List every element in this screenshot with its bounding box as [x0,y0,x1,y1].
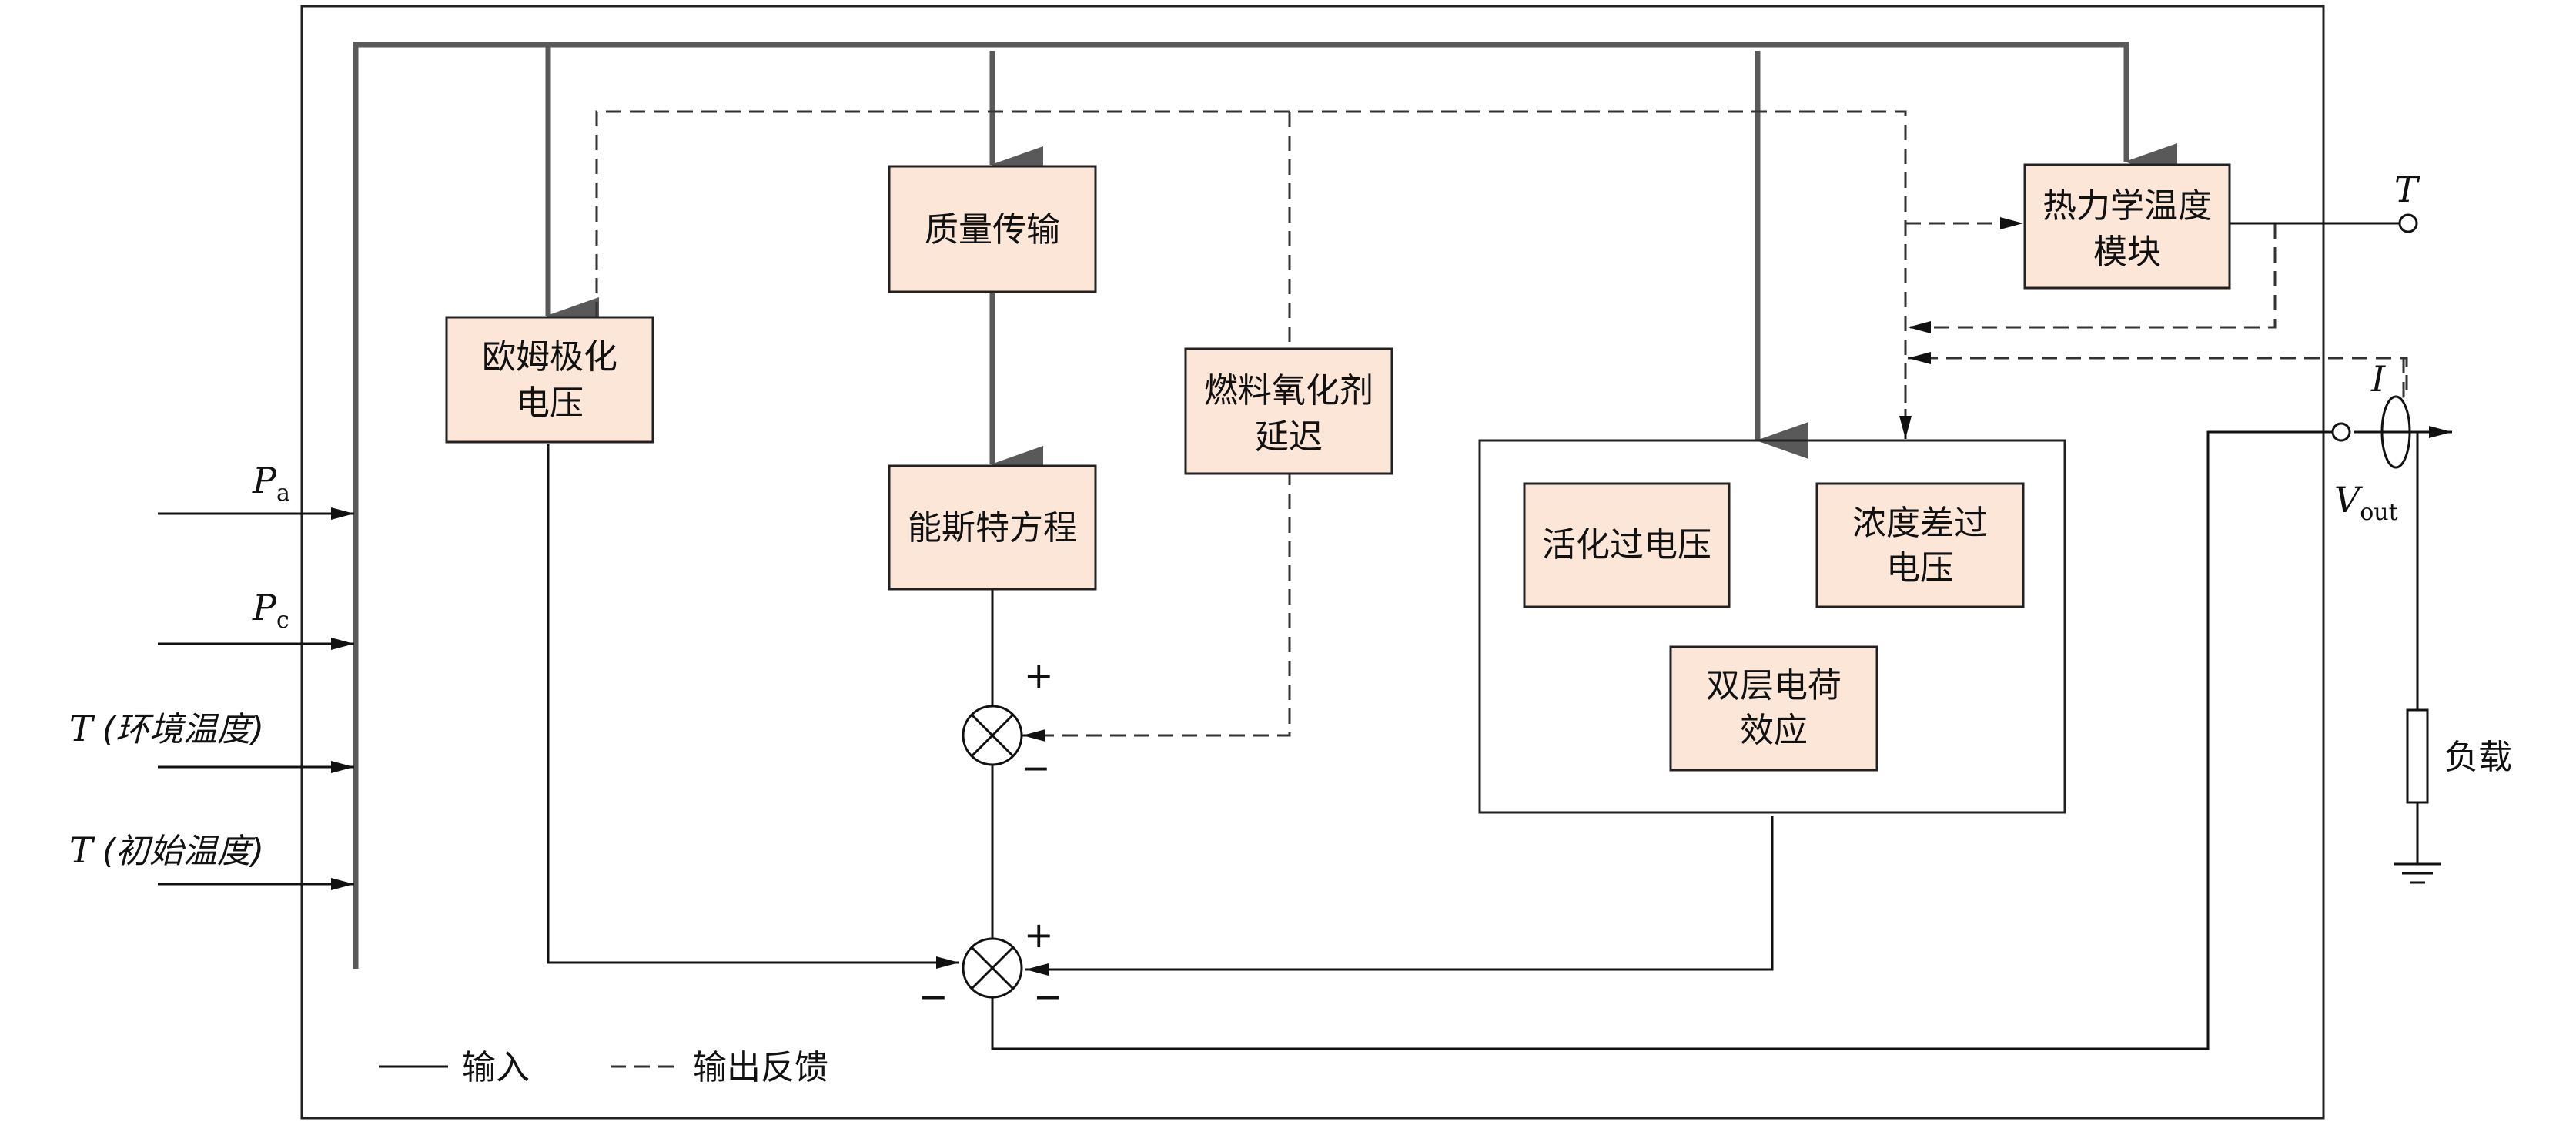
lower-minus-right-sign: − [1033,976,1063,1017]
vout-terminal [2331,422,2351,442]
temperature-output-terminal [2398,213,2418,233]
ohmic-polarization-block: 欧姆极化 电压 [445,316,654,444]
outer-frame [300,5,2325,1120]
svg-text:模块: 模块 [2093,233,2161,272]
nernst-equation-block: 能斯特方程 [888,464,1097,591]
legend-dashed-label: 输出反馈 [693,1048,828,1087]
svg-text:欧姆极化: 欧姆极化 [482,337,617,377]
input-bus [353,42,2177,969]
temperature-output-label: T [2394,169,2420,210]
input-t-init-label: T(初始温度) [69,829,264,871]
lower-minus-left-sign: − [918,976,948,1017]
lower-summing-junction [962,937,1023,999]
input-t-env-label: T(环境温度) [69,708,264,749]
current-sensor [2380,395,2411,469]
electrochemical-container [1478,439,2066,814]
svg-text:活化过电压: 活化过电压 [1542,525,1711,564]
mass-transport-block: 质量传输 [888,165,1097,293]
upper-plus-sign: + [1024,655,1054,696]
ground-icon [2394,862,2441,884]
thermodynamic-temperature-block: 热力学温度 模块 [2023,163,2231,290]
vout-label: Vout [2334,479,2398,526]
upper-minus-sign: − [1021,747,1051,789]
svg-text:电压: 电压 [516,383,584,423]
input-arrows [158,507,354,890]
current-label: I [2370,358,2386,400]
svg-text:质量传输: 质量传输 [925,210,1060,250]
double-layer-charge-block: 双层电荷 效应 [1669,645,1878,772]
feedback-lines [595,110,2408,737]
lower-plus-sign: + [1024,914,1054,956]
upper-summing-junction [962,705,1023,766]
svg-text:燃料氧化剂: 燃料氧化剂 [1204,371,1373,410]
load-resistor [2406,708,2429,804]
svg-text:能斯特方程: 能斯特方程 [908,508,1077,548]
svg-text:热力学温度: 热力学温度 [2042,186,2212,226]
svg-text:浓度差过: 浓度差过 [1852,504,1988,543]
input-pa-label: Pa [252,460,290,507]
legend-solid-label: 输入 [462,1048,530,1087]
legend: 输入 输出反馈 [379,1048,828,1087]
svg-text:延迟: 延迟 [1255,417,1323,457]
fuel-oxidant-delay-block: 燃料氧化剂 延迟 [1184,347,1393,475]
signal-lines [547,222,2452,1050]
input-pc-label: Pc [252,587,289,634]
concentration-overvoltage-block: 浓度差过 电压 [1815,482,2025,608]
activation-overvoltage-block: 活化过电压 [1523,482,1731,608]
load-label: 负载 [2444,738,2512,777]
svg-text:效应: 效应 [1740,711,1808,750]
svg-text:双层电荷: 双层电荷 [1706,666,1842,705]
svg-text:电压: 电压 [1886,548,1954,588]
